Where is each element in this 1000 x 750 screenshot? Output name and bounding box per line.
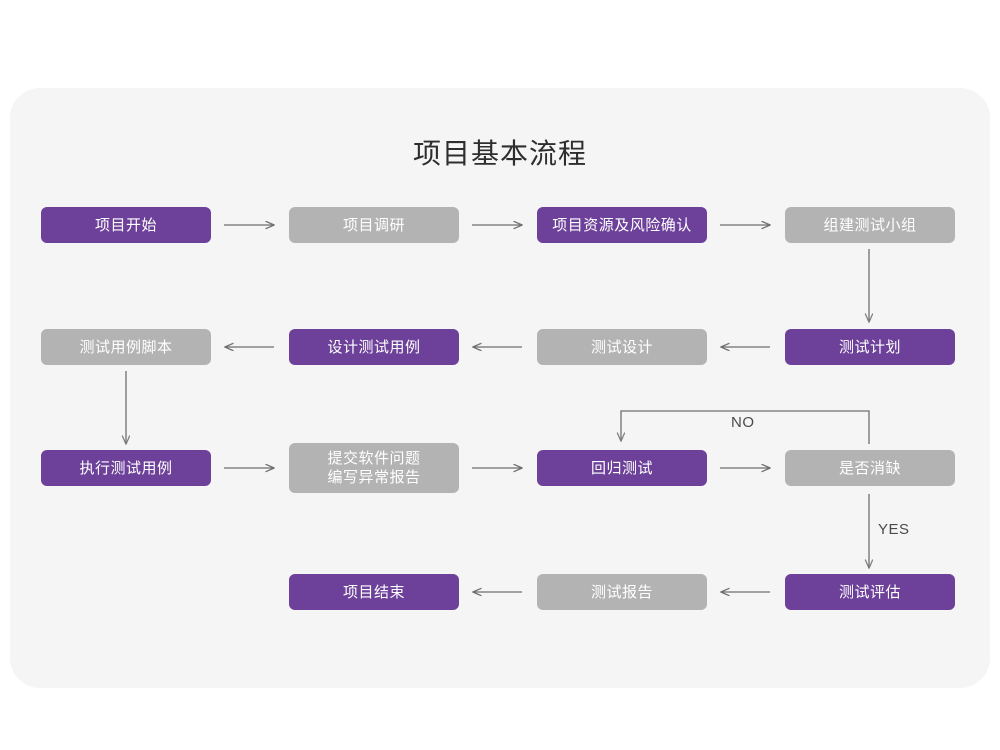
node-label: 项目结束 (342, 583, 405, 601)
node-label: 回归测试 (590, 459, 653, 477)
edge-label-no: NO (731, 414, 755, 431)
node-label: 测试评估 (838, 583, 901, 601)
node-label: 项目调研 (342, 216, 405, 234)
node-label: 提交软件问题 编写异常报告 (327, 450, 421, 486)
node-resource-risk-confirm[interactable]: 项目资源及风险确认 (537, 207, 707, 243)
node-test-case-script[interactable]: 测试用例脚本 (41, 329, 211, 365)
page-title: 项目基本流程 (412, 138, 587, 169)
node-test-design[interactable]: 测试设计 (537, 329, 707, 365)
node-label: 是否消缺 (838, 459, 901, 477)
node-label: 组建测试小组 (823, 216, 917, 234)
node-submit-issue-report[interactable]: 提交软件问题 编写异常报告 (289, 443, 459, 493)
node-test-evaluation[interactable]: 测试评估 (785, 574, 955, 610)
node-label: 测试计划 (838, 338, 901, 356)
node-execute-test-case[interactable]: 执行测试用例 (41, 450, 211, 486)
node-project-research[interactable]: 项目调研 (289, 207, 459, 243)
node-defect-resolved-decision[interactable]: 是否消缺 (785, 450, 955, 486)
node-project-end[interactable]: 项目结束 (289, 574, 459, 610)
node-label: 测试报告 (590, 583, 653, 601)
node-design-test-case[interactable]: 设计测试用例 (289, 329, 459, 365)
node-label: 设计测试用例 (327, 338, 421, 356)
node-test-plan[interactable]: 测试计划 (785, 329, 955, 365)
node-label: 执行测试用例 (79, 459, 173, 477)
node-form-test-team[interactable]: 组建测试小组 (785, 207, 955, 243)
node-test-report[interactable]: 测试报告 (537, 574, 707, 610)
node-label: 项目资源及风险确认 (552, 216, 692, 234)
node-label: 测试用例脚本 (79, 338, 173, 356)
node-label: 测试设计 (590, 338, 653, 356)
node-project-start[interactable]: 项目开始 (41, 207, 211, 243)
edge-label-yes: YES (878, 521, 910, 538)
node-regression-test[interactable]: 回归测试 (537, 450, 707, 486)
node-label: 项目开始 (94, 216, 157, 234)
